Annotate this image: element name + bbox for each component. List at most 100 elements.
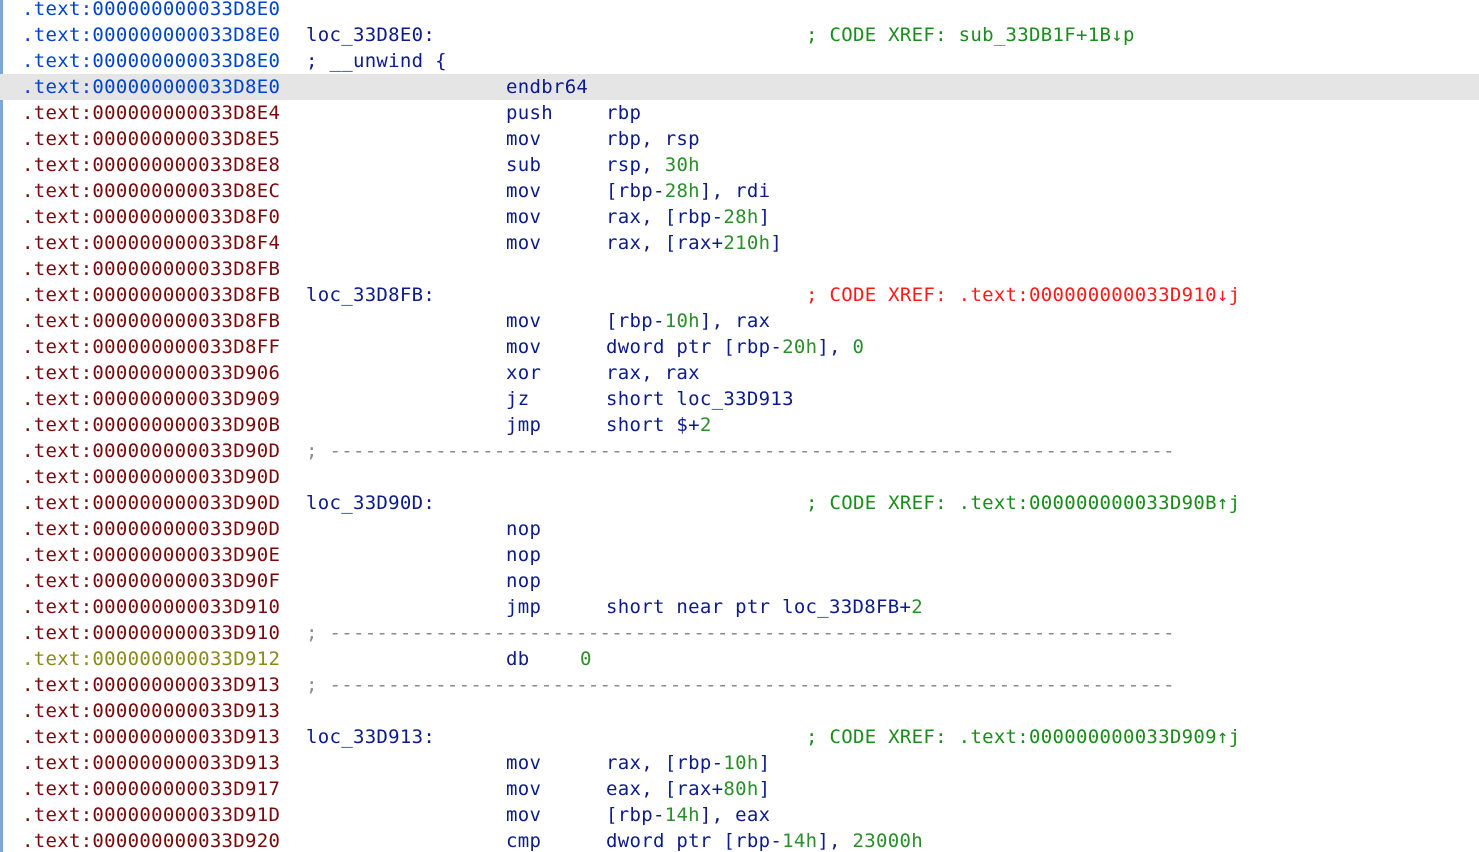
operand-text[interactable]: short $+ <box>606 414 700 436</box>
operand-number[interactable]: 10h <box>723 752 759 774</box>
code-label[interactable]: loc_33D8E0: <box>306 24 436 46</box>
instruction-mnemonic[interactable]: mov <box>506 778 542 800</box>
instruction-operands[interactable]: rax, rax <box>606 360 700 386</box>
operand-number[interactable]: 10h <box>664 310 700 332</box>
operand-text[interactable]: dword ptr [rbp- <box>606 830 783 852</box>
instruction-operands[interactable]: rbp, rsp <box>606 126 700 152</box>
operand-text[interactable]: rbp <box>606 102 642 124</box>
instruction-mnemonic[interactable]: mov <box>506 128 542 150</box>
line-address[interactable]: .text:000000000033D909 <box>22 388 281 410</box>
instruction-mnemonic[interactable]: cmp <box>506 830 542 852</box>
disasm-line[interactable]: .text:000000000033D8FB mov [rbp-10h], rax <box>0 308 1479 334</box>
instruction-mnemonic[interactable]: nop <box>506 570 542 592</box>
operand-number[interactable]: 80h <box>723 778 759 800</box>
line-address[interactable]: .text:000000000033D913 <box>22 700 281 722</box>
instruction-operands[interactable]: rsp, 30h <box>606 152 700 178</box>
disasm-line[interactable]: .text:000000000033D8E0 <box>0 0 1479 22</box>
instruction-mnemonic[interactable]: mov <box>506 336 542 358</box>
disasm-line[interactable]: .text:000000000033D90E nop <box>0 542 1479 568</box>
line-address[interactable]: .text:000000000033D8FB <box>22 258 281 280</box>
line-address[interactable]: .text:000000000033D8F0 <box>22 206 281 228</box>
operand-text[interactable]: ], rax <box>699 310 771 332</box>
data-byte-value[interactable]: 0 <box>580 648 592 670</box>
instruction-operands[interactable]: short loc_33D913 <box>606 386 794 412</box>
disasm-line[interactable]: .text:000000000033D913; ----------------… <box>0 672 1479 698</box>
unwind-comment[interactable]: ; __unwind { <box>306 50 447 72</box>
operand-number[interactable]: 28h <box>723 206 759 228</box>
instruction-mnemonic[interactable]: mov <box>506 180 542 202</box>
instruction-mnemonic[interactable]: jz <box>506 388 530 410</box>
operand-text[interactable]: [rbp- <box>606 310 665 332</box>
line-address[interactable]: .text:000000000033D913 <box>22 674 281 696</box>
code-label[interactable]: loc_33D90D: <box>306 492 436 514</box>
instruction-mnemonic[interactable]: sub <box>506 154 542 176</box>
operand-number[interactable]: 210h <box>723 232 771 254</box>
disasm-line[interactable]: .text:000000000033D920 cmp dword ptr [rbp-… <box>0 828 1479 852</box>
operand-number[interactable]: 28h <box>664 180 700 202</box>
operand-text[interactable]: rax, rax <box>606 362 700 384</box>
disasm-line[interactable]: .text:000000000033D913 <box>0 698 1479 724</box>
operand-text[interactable]: ] <box>758 778 771 800</box>
operand-text[interactable]: ] <box>758 752 771 774</box>
operand-number[interactable]: 14h <box>664 804 700 826</box>
line-address[interactable]: .text:000000000033D8E0 <box>22 0 281 20</box>
operand-number[interactable]: 14h <box>782 830 818 852</box>
line-address[interactable]: .text:000000000033D913 <box>22 752 281 774</box>
code-label[interactable]: loc_33D913: <box>306 726 436 748</box>
disasm-line[interactable]: .text:000000000033D90D <box>0 464 1479 490</box>
line-address[interactable]: .text:000000000033D8FB <box>22 310 281 332</box>
line-address[interactable]: .text:000000000033D90D <box>22 492 281 514</box>
operand-text[interactable]: ], <box>817 830 853 852</box>
operand-text[interactable]: [rbp- <box>606 804 665 826</box>
line-address[interactable]: .text:000000000033D90D <box>22 440 281 462</box>
disasm-line[interactable]: .text:000000000033D91D mov [rbp-14h], eax <box>0 802 1479 828</box>
disasm-line[interactable]: .text:000000000033D8E0; __unwind { <box>0 48 1479 74</box>
line-address[interactable]: .text:000000000033D920 <box>22 830 281 852</box>
instruction-mnemonic[interactable]: jmp <box>506 414 542 436</box>
disasm-line[interactable]: .text:000000000033D8FB <box>0 256 1479 282</box>
line-address[interactable]: .text:000000000033D90E <box>22 544 281 566</box>
operand-number[interactable]: 20h <box>782 336 818 358</box>
instruction-mnemonic[interactable]: mov <box>506 310 542 332</box>
instruction-mnemonic[interactable]: mov <box>506 804 542 826</box>
xref-comment[interactable]: ; CODE XREF: sub_33DB1F+1B↓p <box>806 24 1135 46</box>
instruction-operands[interactable]: rbp <box>606 100 641 126</box>
disasm-line[interactable]: .text:000000000033D910; ----------------… <box>0 620 1479 646</box>
instruction-mnemonic[interactable]: nop <box>506 544 542 566</box>
operand-text[interactable]: ], <box>817 336 853 358</box>
line-address[interactable]: .text:000000000033D8E0 <box>22 76 281 98</box>
line-address[interactable]: .text:000000000033D917 <box>22 778 281 800</box>
operand-text[interactable]: [rbp- <box>606 180 665 202</box>
line-address[interactable]: .text:000000000033D8F4 <box>22 232 281 254</box>
line-address[interactable]: .text:000000000033D912 <box>22 648 281 670</box>
operand-text[interactable]: ], eax <box>699 804 771 826</box>
line-address[interactable]: .text:000000000033D906 <box>22 362 281 384</box>
operand-number[interactable]: 30h <box>664 154 700 176</box>
line-address[interactable]: .text:000000000033D8FB <box>22 284 281 306</box>
operand-number[interactable]: 0 <box>852 336 865 358</box>
line-address[interactable]: .text:000000000033D8E8 <box>22 154 281 176</box>
line-address[interactable]: .text:000000000033D90B <box>22 414 281 436</box>
instruction-mnemonic[interactable]: nop <box>506 518 542 540</box>
operand-text[interactable]: rax, [rbp- <box>606 752 724 774</box>
instruction-operands[interactable]: rax, [rbp-10h] <box>606 750 770 776</box>
instruction-operands[interactable]: [rbp-28h], rdi <box>606 178 770 204</box>
code-label[interactable]: loc_33D8FB: <box>306 284 436 306</box>
instruction-mnemonic[interactable]: xor <box>506 362 542 384</box>
line-address[interactable]: .text:000000000033D913 <box>22 726 281 748</box>
operand-number[interactable]: 23000h <box>852 830 923 852</box>
operand-text[interactable]: dword ptr [rbp- <box>606 336 783 358</box>
line-address[interactable]: .text:000000000033D91D <box>22 804 281 826</box>
